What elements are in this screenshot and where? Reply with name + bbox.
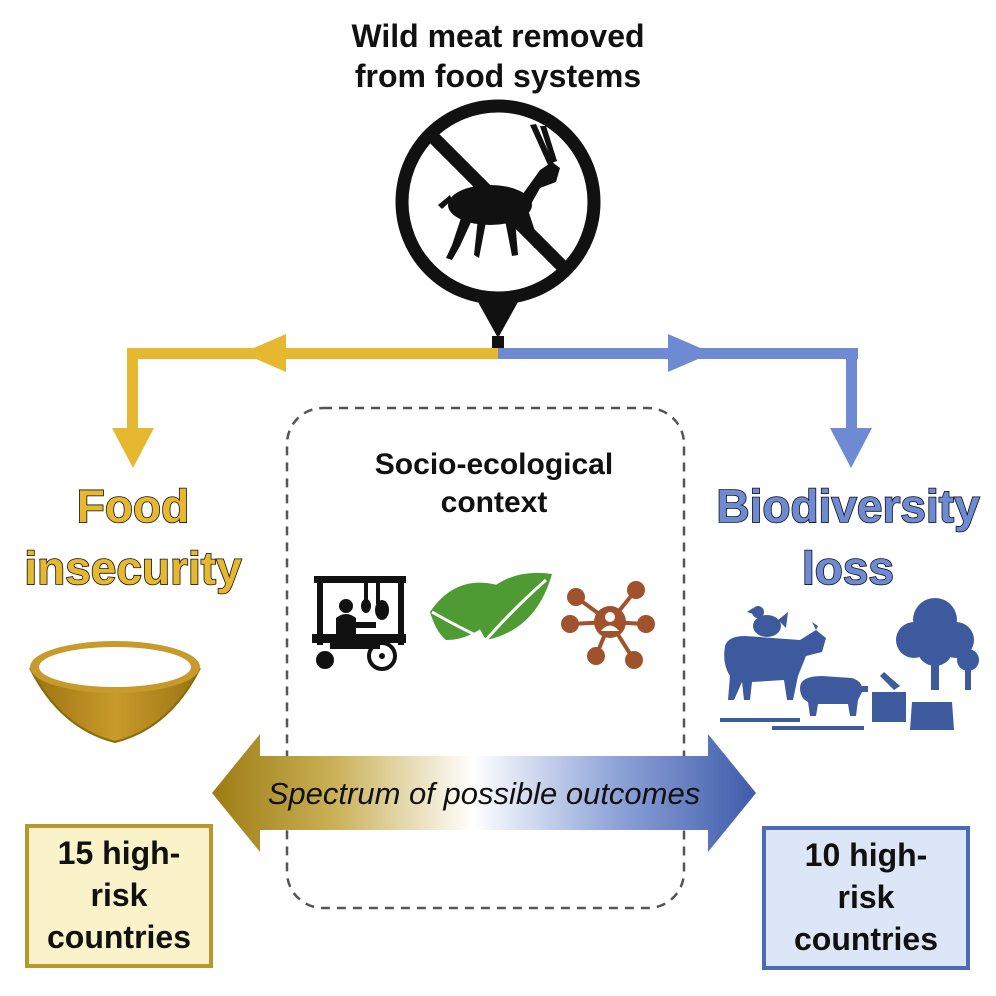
context-line-1: Socio-ecological bbox=[375, 448, 613, 481]
biodiversity-risk-box: 10 high- risk countries bbox=[762, 826, 970, 970]
leaf-icon bbox=[430, 572, 552, 642]
livestock-icon bbox=[720, 606, 868, 730]
biodiversity-risk-line-3: countries bbox=[794, 921, 938, 957]
deforestation-icon bbox=[872, 598, 979, 730]
food-insecurity-line-1: Food bbox=[77, 480, 189, 532]
food-insecurity-line-2: insecurity bbox=[24, 542, 242, 594]
title-line-2: from food systems bbox=[355, 58, 641, 94]
food-risk-box: 15 high- risk countries bbox=[25, 824, 213, 968]
spectrum-label: Spectrum of possible outcomes bbox=[268, 776, 701, 811]
biodiversity-loss-line-2: loss bbox=[802, 542, 894, 594]
down-arrow bbox=[478, 296, 518, 356]
biodiversity-loss-line-1: Biodiversity bbox=[716, 480, 980, 532]
biodiversity-branch-arrow bbox=[498, 334, 872, 468]
food-risk-line-3: countries bbox=[47, 919, 191, 955]
context-box bbox=[285, 406, 686, 910]
context-line-2: context bbox=[441, 486, 548, 519]
title-line-1: Wild meat removed bbox=[351, 18, 644, 54]
food-risk-line-2: risk bbox=[91, 877, 148, 913]
market-stall-icon bbox=[312, 576, 406, 671]
no-wild-meat-icon bbox=[395, 99, 601, 305]
social-network-icon bbox=[561, 581, 655, 669]
food-risk-line-1: 15 high- bbox=[58, 835, 181, 871]
food-branch-arrow bbox=[112, 334, 498, 468]
biodiversity-risk-line-2: risk bbox=[838, 879, 895, 915]
bowl-icon bbox=[29, 641, 201, 744]
spectrum-arrow bbox=[212, 734, 756, 852]
biodiversity-risk-line-1: 10 high- bbox=[805, 837, 928, 873]
